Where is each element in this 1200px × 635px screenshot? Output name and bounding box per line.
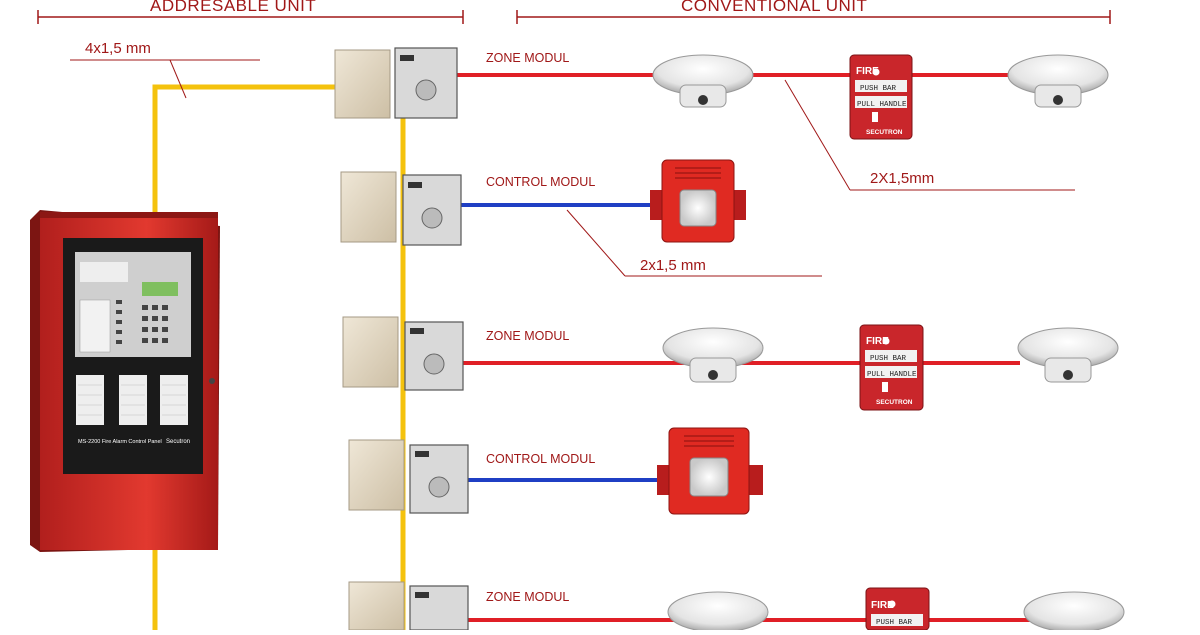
pull-station-pull-label: PULL HANDLE [857,101,907,109]
addressable-module-4 [348,439,469,514]
control-module-label: CONTROL MODUL [486,452,596,466]
addressable-bracket [37,10,464,24]
control-cable-label: 2x1,5 mm [640,257,706,274]
smoke-detector-icon [1007,54,1109,108]
pull-station-push-label: PUSH BAR [876,619,913,627]
pull-station-fire-label: FIRE [871,600,894,611]
smoke-detector-icon [652,54,754,108]
pull-station-fire-label: FIRE [866,336,889,347]
pull-station-brand: SECUTRON [866,129,903,136]
fire-alarm-control-panel [30,210,220,552]
zone-module-label: ZONE MODUL [486,51,570,65]
smoke-detector-icon [662,327,764,383]
addressable-module-1 [334,47,458,119]
smoke-detector-icon [1017,327,1119,383]
horn-strobe-icon [657,427,763,515]
pull-station-pull-label: PULL HANDLE [867,371,917,379]
pull-station-3 [865,587,930,631]
control-cable-leader [566,209,822,277]
zone-cable-label: 2X1,5mm [870,170,935,187]
loop-cable-leader [70,59,260,99]
addressable-module-3 [342,316,464,391]
addressable-module-2 [340,171,462,246]
conventional-unit-header: CONVENTIONAL UNIT [681,0,868,15]
panel-brand: Secutron [166,439,190,445]
addressable-module-5 [348,581,469,631]
control-module-label: CONTROL MODUL [486,175,596,189]
pull-station-fire-label: FIRE [856,66,879,77]
pull-station-1 [849,54,913,140]
pull-station-brand: SECUTRON [876,399,913,406]
horn-strobe-icon [650,159,746,243]
pull-station-push-label: PUSH BAR [860,85,897,93]
smoke-detector-icon [667,591,769,633]
zone-module-label: ZONE MODUL [486,590,570,604]
zone-module-label: ZONE MODUL [486,329,570,343]
loop-cable-label: 4x1,5 mm [85,40,151,57]
conventional-bracket [516,10,1111,24]
addressable-unit-header: ADDRESABLE UNIT [150,0,317,15]
zone-cable-leader [784,79,1075,191]
pull-station-push-label: PUSH BAR [870,355,907,363]
pull-station-2 [859,324,924,411]
panel-caption: MS-2200 Fire Alarm Control Panel [78,439,162,445]
smoke-detector-icon [1023,591,1125,633]
